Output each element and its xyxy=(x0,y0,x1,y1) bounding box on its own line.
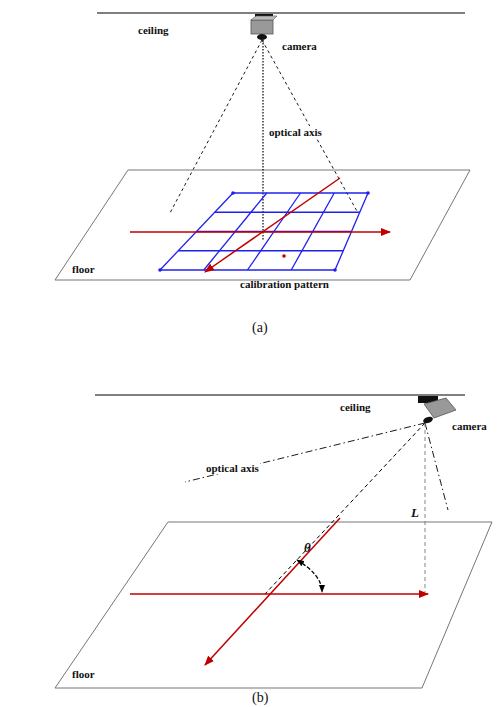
camera-symbol xyxy=(418,396,456,425)
height-symbol: L xyxy=(410,506,420,520)
ceiling-line xyxy=(95,394,465,395)
ceiling-label: ceiling xyxy=(138,24,169,36)
view-cone xyxy=(425,423,448,510)
y-axis xyxy=(205,178,340,272)
floor-plane xyxy=(55,170,470,280)
view-cone xyxy=(185,423,425,482)
height-line xyxy=(425,423,426,592)
x-axis xyxy=(130,593,428,595)
view-cone xyxy=(170,40,262,213)
floor-plane xyxy=(55,522,492,688)
pattern-label: calibration pattern xyxy=(240,278,329,290)
panel-caption: (b) xyxy=(252,690,268,705)
grid-line xyxy=(160,269,335,270)
camera-symbol xyxy=(251,14,277,40)
panel-caption: (a) xyxy=(252,320,268,335)
camera-label: camera xyxy=(452,420,487,432)
floor-label: floor xyxy=(72,263,95,275)
red-dot xyxy=(282,254,286,258)
optical-axis-line xyxy=(265,423,425,594)
floor-label: floor xyxy=(72,668,95,680)
x-axis xyxy=(130,231,390,233)
ceiling-line xyxy=(97,12,465,13)
camera-label: camera xyxy=(282,40,317,52)
axis-label: optical axis xyxy=(205,462,260,474)
ceiling-label: ceiling xyxy=(340,401,371,413)
angle-symbol: θ xyxy=(304,541,311,555)
view-cone xyxy=(262,40,358,213)
angle-arc xyxy=(297,560,322,592)
grid-line xyxy=(178,250,343,251)
y-axis xyxy=(205,518,340,665)
optical-axis-line xyxy=(262,40,263,240)
axis-label: optical axis xyxy=(268,126,323,138)
